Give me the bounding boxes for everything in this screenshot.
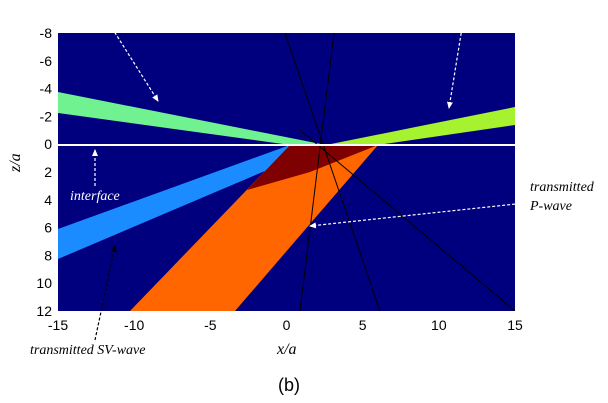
z-tick-label: 0 xyxy=(44,136,52,152)
z-tick-label: 4 xyxy=(44,192,52,208)
x-tick-label: -10 xyxy=(124,317,144,333)
label-transmitted-p-line1: transmitted xyxy=(530,180,595,195)
z-axis-label: z/a xyxy=(7,153,24,173)
z-tick-label: 8 xyxy=(44,247,52,263)
z-tick-label: 6 xyxy=(44,220,52,236)
x-tick-label: 10 xyxy=(431,317,447,333)
x-tick-label: 0 xyxy=(283,317,291,333)
arrow-transmitted-p xyxy=(309,202,526,229)
label-reflected-wave: reflected wave xyxy=(88,13,169,28)
z-tick-label: 10 xyxy=(36,275,52,291)
z-axis-ticks: -8 -6 -4 -2 0 2 4 6 8 10 12 xyxy=(36,25,52,319)
reflected-beam xyxy=(58,92,326,145)
incident-beam xyxy=(326,107,515,145)
figure-caption: (b) xyxy=(278,375,300,395)
z-tick-label: -6 xyxy=(40,53,53,69)
label-transmitted-p-line2: P-wave xyxy=(529,199,572,214)
overlap-region xyxy=(247,145,378,190)
label-incident-wave: incident wave xyxy=(420,13,497,28)
z-tick-label: -8 xyxy=(40,25,53,41)
ray-line-1 xyxy=(284,33,381,311)
label-transmitted-sv-wave: transmitted SV-wave xyxy=(30,343,146,358)
label-interface: interface xyxy=(70,189,120,204)
x-tick-label: -5 xyxy=(204,317,217,333)
z-tick-label: 2 xyxy=(44,164,52,180)
plot-area: reflected wave incident wave interface xyxy=(58,13,526,311)
transmitted-p-beam xyxy=(130,145,378,311)
ray-line-2 xyxy=(299,33,335,311)
arrow-incident-wave xyxy=(447,27,463,109)
arrow-transmitted-sv xyxy=(94,245,117,341)
x-axis-label: x/a xyxy=(276,341,297,358)
z-tick-label: -4 xyxy=(40,81,53,97)
x-axis-ticks: -15 -10 -5 0 5 10 15 xyxy=(48,317,523,333)
x-tick-label: 5 xyxy=(359,317,367,333)
arrow-reflected-wave xyxy=(111,27,159,102)
transmitted-sv-beam xyxy=(58,145,326,259)
ray-line-3 xyxy=(299,129,515,311)
z-tick-label: 12 xyxy=(36,303,52,319)
z-tick-label: -2 xyxy=(40,108,53,124)
x-tick-label: 15 xyxy=(507,317,523,333)
x-tick-label: -15 xyxy=(48,317,68,333)
